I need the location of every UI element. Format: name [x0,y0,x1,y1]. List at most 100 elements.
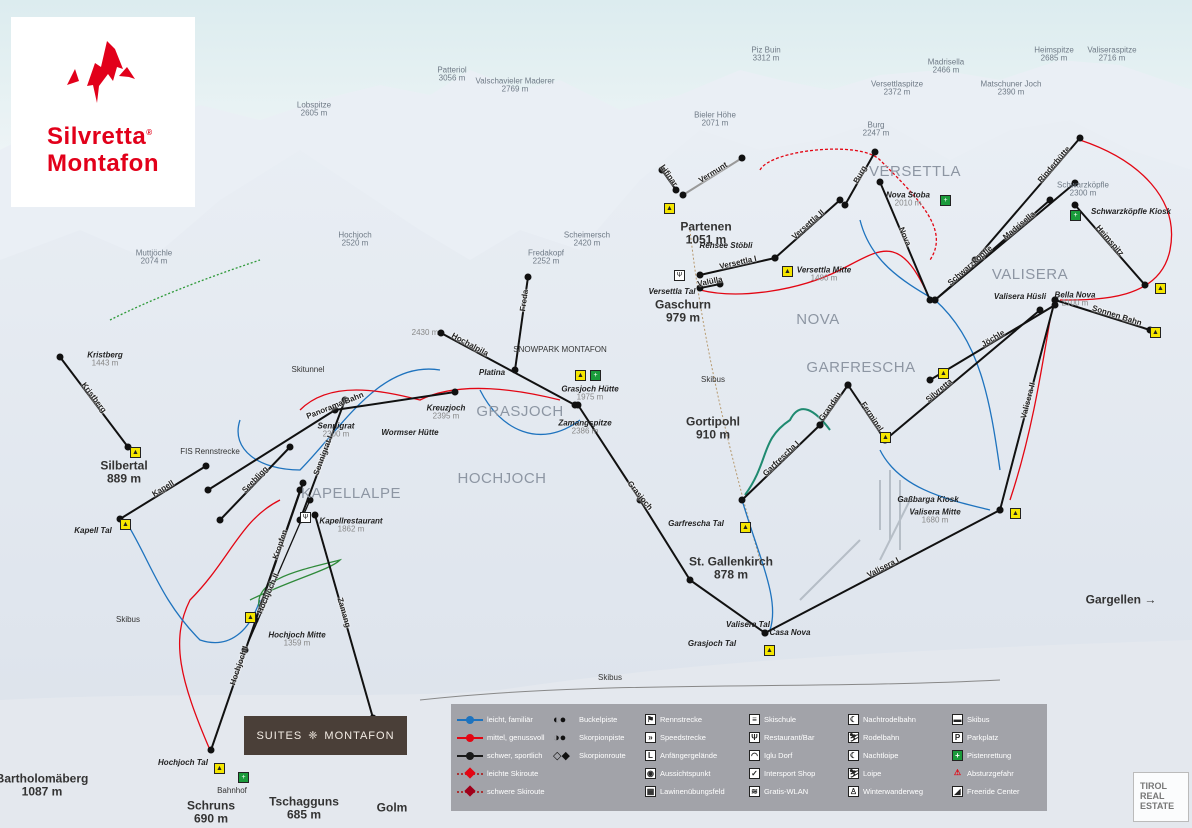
legend-piste-item: schwer, sportlich [457,748,549,763]
special-piste-icon: ◇◆ [553,750,570,762]
lift-hochalpila[interactable] [440,332,576,406]
river [689,229,761,561]
legend-symbol-icon: ▦ [645,786,656,797]
legend-piste-item: schwere Skiroute [457,784,549,799]
station-label-name: Sennigrat [317,421,355,431]
lift-station-dot [331,406,339,414]
peak-label-altitude: 2716 m [1098,54,1126,63]
town-label-name: St. Gallenkirch [688,554,774,569]
legend-item: »Speedstrecke [645,730,745,745]
lift-sonnen-bahn[interactable] [1054,299,1151,331]
station-label-altitude: 2010 m [894,199,922,208]
lift-ferminel[interactable] [847,384,886,441]
town-label-name: Gaschurn [654,297,712,312]
misc-label-bahnhof-name: Bahnhof [217,785,247,795]
lift-silvretta[interactable] [884,309,1041,441]
lift-heimspitz[interactable] [1074,204,1146,286]
lift-freda[interactable] [514,276,529,371]
area-label-name: VERSETTLA [868,163,962,181]
mountain-range-front [0,120,1192,828]
lift-kapell[interactable] [119,465,207,520]
legend-item: ◉Aussichtspunkt [645,766,745,781]
peak-label-name: Patteriol [437,65,467,75]
legend-label: schwer, sportlich [487,751,543,760]
restaurant-icon: Ψ [300,512,311,523]
station-label-name: Kapell Tal [74,525,112,535]
lift-burg[interactable] [844,151,876,206]
station-label-name: Valisera Mitte [909,507,961,517]
station-label-name: Zamangspitze [558,418,612,428]
station-label-altitude: 2395 m [432,412,460,421]
station-label-name: Valisera Tal [726,619,770,629]
lift-station-dot [524,273,532,281]
area-label: KAPELLALPE [301,486,401,502]
legend-symbol-icon: ⚑ [645,714,656,725]
lift-valisera-ii[interactable] [999,299,1056,511]
lift-station-dot [844,381,852,389]
lift-lifinar[interactable] [661,169,677,191]
station-label: Valisera Tal [726,619,770,629]
area-label-name: VALISERA [991,266,1069,284]
lift-station-dot [574,401,582,409]
lift-icon: ▲ [1155,283,1166,294]
lift-station-dot [56,353,64,361]
legend-item: ⛷Loipe [848,766,948,781]
lift-garfrescha-i[interactable] [741,424,821,501]
town-label-altitude: 979 m [665,310,701,324]
station-label: Wormser Hütte [381,428,438,437]
misc-label-skitunnel: Skitunnel [291,364,325,374]
misc-label-skitunnel-name: Skitunnel [291,364,325,374]
misc-label-snowpark: SNOWPARK MONTAFON [513,345,606,354]
lift-icon: ▲ [214,763,225,774]
peak-label-altitude: 2300 m [1069,189,1097,198]
lift-icon: ▲ [1010,508,1021,519]
lift-jöchle[interactable] [929,304,1056,381]
lift-kropfen[interactable] [254,489,301,621]
tirol-real-estate-logo[interactable]: TIROL REAL ESTATE [1133,772,1189,822]
lift-versettla-i[interactable] [699,257,776,276]
station-label-name: Garfrescha Tal [668,518,724,528]
legend-item: ✓Intersport Shop [749,766,844,781]
lift-valisera-i[interactable] [764,509,1001,634]
legend-symbol-icon: ◉ [645,768,656,779]
station-label-name: Hochjoch Tal [158,757,208,767]
piste-red [1009,319,1051,501]
legend-symbol-icon: ⚠ [953,768,962,777]
piste-red [299,387,561,411]
lift-station-dot [672,186,680,194]
lift-kristberg[interactable] [59,356,129,448]
avalanche-zone [799,470,911,601]
banner-left: SUITES [256,729,303,742]
peak-label-altitude: 3312 m [752,54,780,63]
lift-station-dot [738,496,746,504]
lift-vermunt[interactable] [682,157,743,196]
lift-rinderhütte[interactable] [974,137,1081,261]
lift-madrisella[interactable] [934,182,1076,301]
lift-hochjoch-ii[interactable] [244,499,311,651]
legend-label: Nachtloipe [863,751,899,760]
legend-label: Skibus [967,715,990,724]
lift-station-dot [696,284,704,292]
lift-station-dot [1046,196,1054,204]
lift-versettla-ii[interactable] [774,199,841,259]
station-label-name: Kristberg [87,350,123,360]
lift-nova[interactable] [879,181,931,301]
town-label-name: Golm [376,800,408,815]
lift-station-dot [771,254,779,262]
lift-grasjoch[interactable] [577,404,766,634]
lift-seebligg[interactable] [219,446,291,521]
silvretta-montafon-logo[interactable]: Silvretta®Montafon [11,17,195,207]
peak-label-name: Matschuner Joch [980,79,1042,89]
lift-grandau[interactable] [819,384,849,426]
lift-zamang[interactable] [314,514,374,719]
legend-item: ⚑Rennstrecke [645,712,745,727]
lift-station-dot [1051,296,1059,304]
suites-montafon-banner[interactable]: SUITES ❈ MONTAFON [244,716,407,755]
